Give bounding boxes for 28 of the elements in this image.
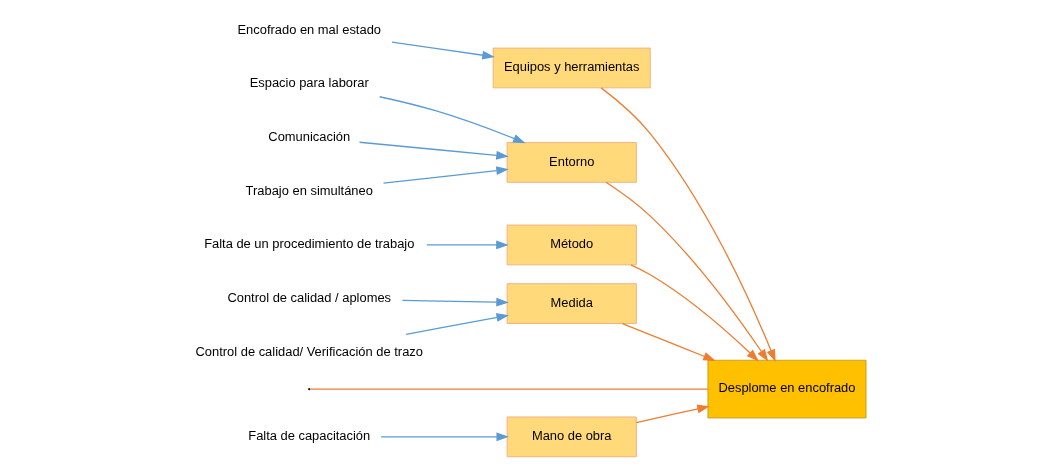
arrow	[621, 322, 716, 361]
node-text: Control de calidad / aplomes	[227, 290, 392, 306]
arrow	[405, 313, 509, 336]
node-text: Control de calidad/ Verificación de trazo	[195, 343, 423, 359]
node-box: Desplome en encofrado	[707, 359, 867, 419]
node-box: Medida	[506, 283, 637, 324]
node-box: Entorno	[506, 142, 637, 183]
arrow	[426, 240, 509, 250]
node-box: Método	[506, 224, 637, 266]
connector	[309, 388, 709, 390]
arrow	[382, 166, 509, 184]
node-text: Falta de capacitación	[248, 428, 371, 444]
arrow	[358, 141, 509, 160]
node-text: Falta de un procedimiento de trabajo	[204, 236, 415, 252]
node-box: Equipos y herramientas	[492, 47, 651, 89]
node-box: Mano de obra	[506, 416, 637, 458]
arrow	[379, 96, 526, 144]
node-text: Comunicación	[268, 128, 351, 144]
node-text: Espacio para laborar	[249, 75, 369, 91]
arrow	[600, 87, 776, 362]
arrow	[380, 432, 509, 442]
arrow	[605, 181, 769, 362]
arrow	[391, 41, 495, 60]
arrow	[635, 404, 710, 424]
arrow	[401, 297, 509, 307]
node-text: Trabajo en simultáneo	[245, 182, 373, 198]
arrow	[630, 264, 759, 362]
node-text: Encofrado en mal estado	[237, 21, 381, 37]
